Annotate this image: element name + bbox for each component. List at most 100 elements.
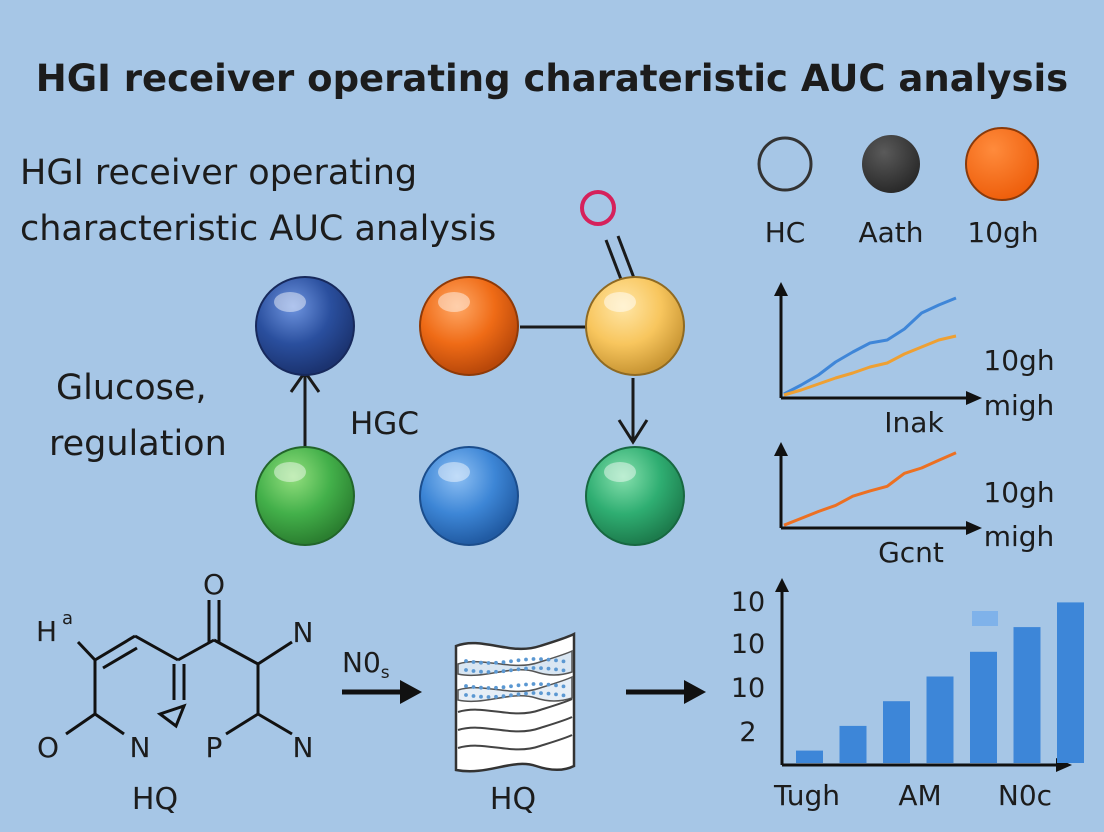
membrane-dot xyxy=(464,659,468,663)
membrane-dot xyxy=(524,666,528,671)
membrane-dot xyxy=(479,685,483,690)
chart1-x-arrow-icon xyxy=(966,391,982,405)
membrane-dot xyxy=(486,670,491,674)
membrane-dot xyxy=(516,683,521,688)
membrane-dot xyxy=(486,661,491,665)
chart2-side-label-2: migh xyxy=(984,520,1055,553)
line-chart-2: Gcnt 10gh migh xyxy=(774,442,1055,569)
bar-y-tick-2: 10 xyxy=(731,629,765,660)
membrane-dot xyxy=(479,669,483,674)
bar-chart: 10 10 10 2 Tugh AM N0c xyxy=(731,578,1084,812)
chart2-y-arrow-icon xyxy=(774,442,788,456)
molecule-structure xyxy=(65,600,293,736)
hgc-label: HGC xyxy=(350,406,419,442)
bar-x-label-n0c: N0c xyxy=(998,779,1052,812)
membrane-dot xyxy=(494,694,498,699)
chart1-y-arrow-icon xyxy=(774,282,788,296)
membrane-dot xyxy=(509,693,513,698)
membrane-dot xyxy=(561,693,566,698)
node-yellow xyxy=(585,276,685,376)
atom-o-left: O xyxy=(37,731,59,764)
bar-1 xyxy=(839,725,867,763)
membrane-label: HQ xyxy=(490,782,536,817)
membrane-dot xyxy=(501,660,506,665)
mol-bond-chain-to-p xyxy=(225,712,259,736)
atom-p: P xyxy=(206,731,223,764)
atom-n-bottom: N xyxy=(293,731,314,764)
glucose-regulation-label: Glucose, regulation xyxy=(49,368,227,464)
membrane-dot xyxy=(554,692,558,697)
network-diagram: HGC xyxy=(255,190,685,546)
membrane-dot xyxy=(561,668,566,673)
bar-y-tick-3: 10 xyxy=(731,673,765,704)
legend-hc-swatch xyxy=(757,136,813,192)
reagent-subscript: s xyxy=(381,663,390,683)
bar-x-label-am: AM xyxy=(898,779,941,812)
mol-bond-carbonyl-to-chain xyxy=(213,638,259,666)
node-teal-highlight xyxy=(604,462,636,482)
mol-bond-ring-top xyxy=(94,634,136,662)
membrane-dot xyxy=(531,691,536,695)
mol-bond-o-left xyxy=(65,712,96,736)
membrane-dot xyxy=(471,694,476,698)
bar-x-label-tugh: Tugh xyxy=(773,779,840,812)
membrane-dot xyxy=(501,685,506,690)
bar-6 xyxy=(1057,602,1084,763)
membrane-dot xyxy=(561,659,566,664)
chart1-marks-series-0 xyxy=(783,296,957,396)
result-arrow xyxy=(626,680,706,704)
membrane-dot xyxy=(539,682,543,686)
node-yellow-highlight xyxy=(604,292,636,312)
membrane-dot xyxy=(531,682,536,686)
node-navy-highlight xyxy=(274,292,306,312)
node-green-highlight xyxy=(274,462,306,482)
membrane-dot xyxy=(561,684,566,689)
chart1-marks-series-1 xyxy=(783,334,957,397)
membrane-dots xyxy=(464,657,566,699)
membrane-dot xyxy=(554,658,558,663)
membrane-sheet xyxy=(454,631,576,773)
molecule-label: HQ xyxy=(132,782,178,817)
chart1-side-label-1: 10gh xyxy=(983,344,1054,377)
left-label-line-2: regulation xyxy=(49,424,227,464)
membrane-dot xyxy=(546,666,551,671)
bar-0 xyxy=(796,750,823,763)
arrow-down-head-icon xyxy=(617,419,649,445)
bar-chart-y-arrow-icon xyxy=(775,578,789,592)
mol-bond-ring-top-double xyxy=(102,646,138,670)
ring-marker-icon xyxy=(580,190,616,226)
membrane-dot xyxy=(464,684,468,688)
membrane-dot xyxy=(539,666,543,670)
node-orange-highlight xyxy=(438,292,470,312)
atom-o-top: O xyxy=(203,568,225,601)
membrane-dot xyxy=(524,657,528,662)
mol-bond-h xyxy=(76,640,97,662)
bar-3 xyxy=(926,676,954,763)
atom-h: H xyxy=(36,615,57,648)
membrane-dot xyxy=(546,657,551,662)
node-navy xyxy=(255,276,355,376)
bar-y-tick-4: 2 xyxy=(739,717,756,748)
membrane-dot xyxy=(509,659,513,664)
legend-aath-label: Aath xyxy=(858,216,923,249)
mol-bond-chain-to-n-top xyxy=(257,640,293,666)
subtitle: HGI receiver operating characteristic AU… xyxy=(20,153,496,249)
membrane-dot xyxy=(524,682,528,687)
chart1-xlabel: Inak xyxy=(884,406,944,439)
bar-2 xyxy=(883,701,910,763)
chart1-marks xyxy=(783,296,957,397)
double-bond-line-a xyxy=(604,239,624,283)
node-teal xyxy=(585,446,685,546)
chart1-side-label-2: migh xyxy=(984,389,1055,422)
bar-4 xyxy=(970,651,997,763)
mol-bond-ring-bottom-left xyxy=(94,712,125,736)
chart2-xlabel: Gcnt xyxy=(878,536,944,569)
membrane-dot xyxy=(546,691,551,696)
membrane-dot xyxy=(479,660,483,665)
atom-n-top: N xyxy=(293,616,314,649)
atom-n-ring: N xyxy=(130,731,151,764)
membrane-dot xyxy=(471,685,476,689)
membrane-dot xyxy=(486,695,491,699)
page-title: HGI receiver operating charateristic AUC… xyxy=(36,57,1068,100)
